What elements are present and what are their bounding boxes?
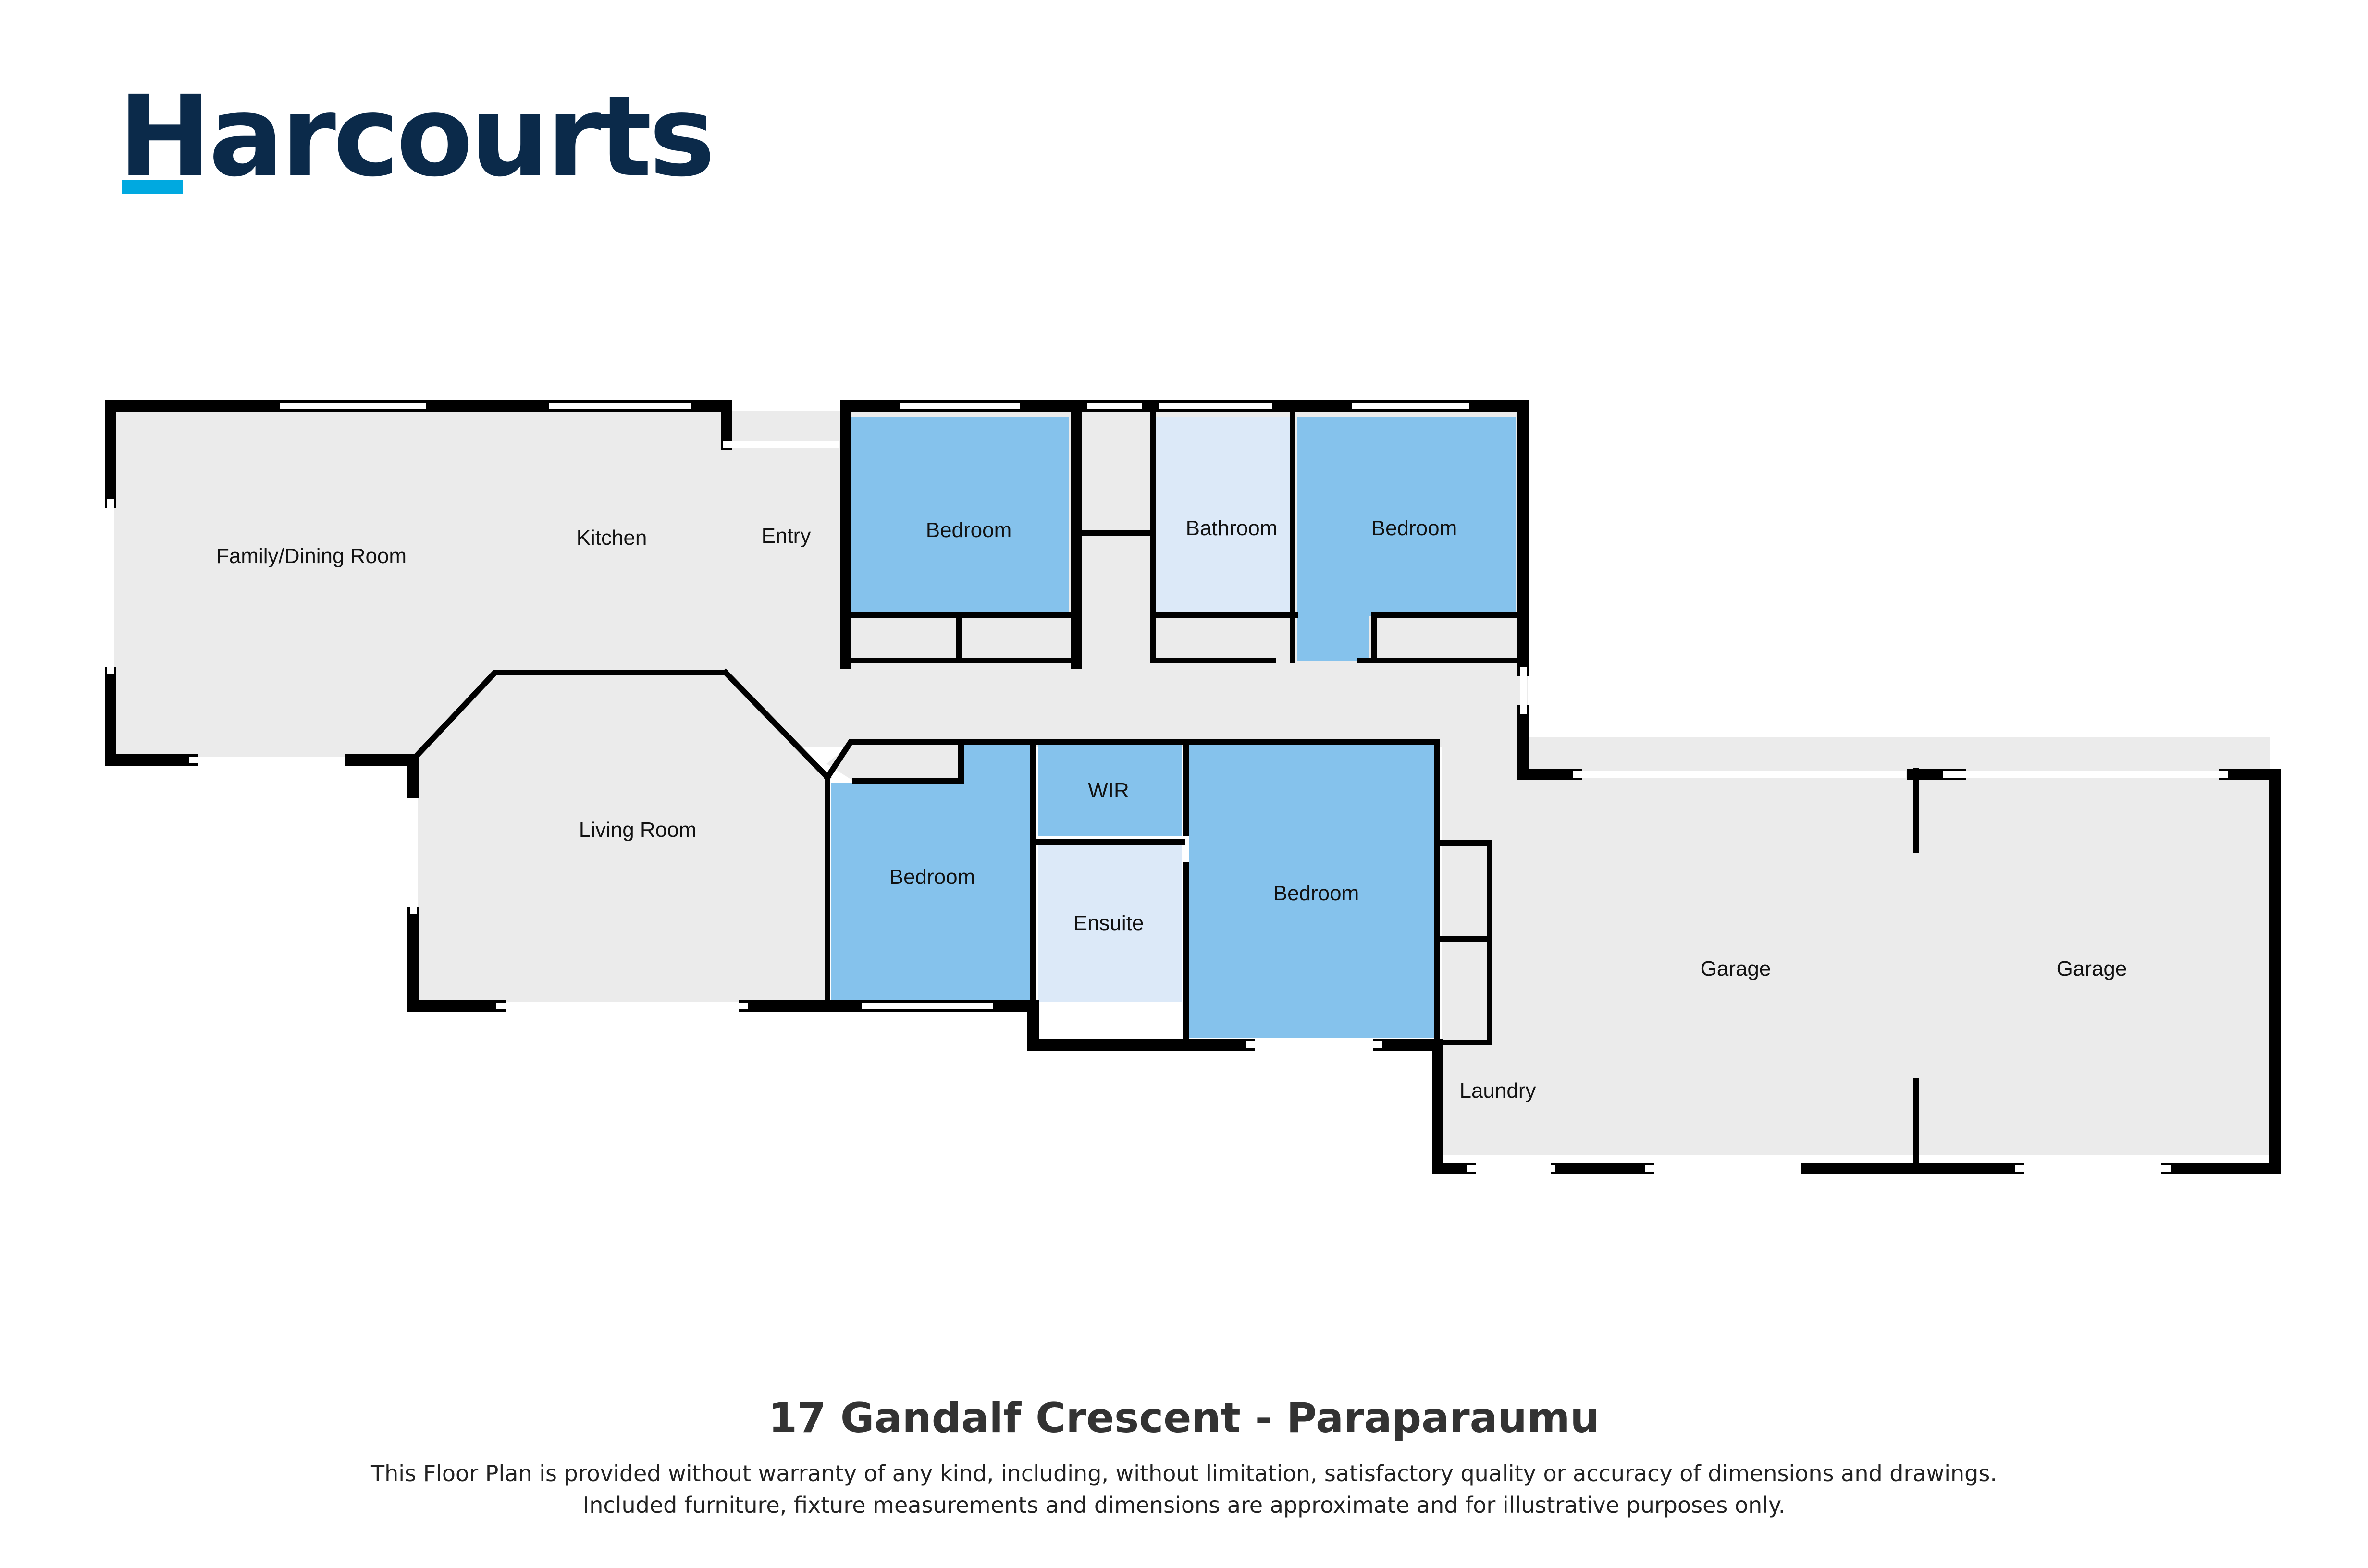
label-garage-2: Garage	[2057, 957, 2127, 980]
wir-floor	[1038, 742, 1182, 836]
label-bedroom-1: Bedroom	[926, 518, 1012, 542]
disclaimer-line-2: Included furniture, fixture measurements…	[582, 1492, 1786, 1518]
garage-floor	[1442, 737, 2270, 1155]
harcourts-logo: Harcourts	[118, 81, 715, 206]
label-bedroom-4: Bedroom	[1273, 882, 1359, 905]
property-address-title: 17 Gandalf Crescent - Paraparaumu	[768, 1394, 1600, 1442]
label-family-dining-room: Family/Dining Room	[216, 544, 407, 568]
bedroom-1-floor	[851, 416, 1069, 616]
label-entry: Entry	[762, 524, 811, 548]
bedroom-2-floor	[1297, 416, 1516, 616]
bathroom-floor	[1156, 416, 1293, 616]
laundry-cupboard-2	[1444, 942, 1490, 1042]
label-bedroom-3: Bedroom	[889, 865, 975, 889]
closet-floor-5	[826, 742, 961, 781]
label-bathroom: Bathroom	[1186, 516, 1278, 540]
living-floor	[418, 673, 826, 1002]
walls	[105, 400, 2281, 1174]
label-bedroom-2: Bedroom	[1371, 516, 1457, 540]
bedroom-2-notch	[1297, 615, 1369, 661]
label-living-room: Living Room	[579, 818, 697, 842]
closet-floor-1	[851, 616, 954, 659]
label-ensuite: Ensuite	[1073, 911, 1144, 935]
closet-floor-3	[1156, 616, 1290, 659]
label-wir: WIR	[1088, 779, 1129, 802]
laundry-cupboard-1	[1444, 845, 1490, 934]
label-laundry: Laundry	[1459, 1079, 1536, 1102]
bedroom-4-floor	[1189, 742, 1437, 1038]
closet-floor-2	[963, 616, 1069, 659]
disclaimer-line-1: This Floor Plan is provided without warr…	[371, 1460, 1997, 1486]
ensuite-floor	[1038, 845, 1182, 1002]
room-labels: Family/Dining Room Kitchen Entry Bedroom…	[216, 516, 2127, 1102]
closet-floor-4	[1374, 616, 1514, 659]
logo-accent-bar	[122, 180, 183, 194]
bedroom-3-floor	[831, 742, 1031, 1002]
logo-wordmark: Harcourts	[118, 72, 715, 201]
label-kitchen: Kitchen	[577, 526, 647, 550]
label-garage-1: Garage	[1701, 957, 1771, 980]
